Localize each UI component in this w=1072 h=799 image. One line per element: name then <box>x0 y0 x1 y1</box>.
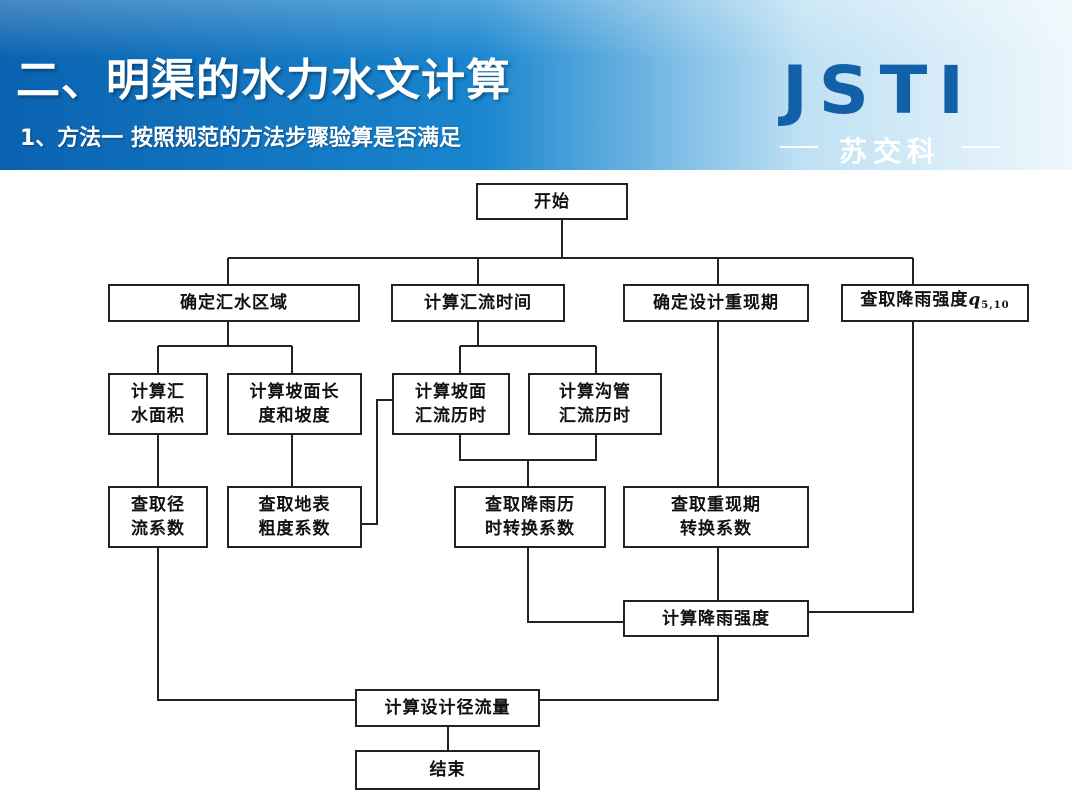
design-flow-node: 计算设计径流量 <box>355 689 540 727</box>
connector-concentration-branch <box>459 322 597 373</box>
determine-catchment-label: 确定汇水区域 <box>180 293 288 313</box>
jsti-logo: JSTI 苏交科 <box>770 58 1010 168</box>
catchment-area-line-2: 水面积 <box>131 406 185 426</box>
slope-length-line-2: 度和坡度 <box>258 406 331 426</box>
slide-title: 二、明渠的水力水文计算 <box>16 55 511 106</box>
concentration-time-label: 计算汇流时间 <box>424 293 532 313</box>
logo-letters: JSTI <box>782 52 975 129</box>
design-flow-label: 计算设计径流量 <box>384 698 511 718</box>
roughness-coefficient-line-1: 查取地表 <box>258 495 331 515</box>
rain-intensity-symbol-q: q <box>968 290 982 310</box>
logo-divider-left <box>780 146 818 148</box>
slope-length-line-1: 计算坡面长 <box>249 382 340 402</box>
end-node: 结束 <box>355 750 540 790</box>
flowchart: 开始 确定汇水区域 计算汇流时间 确定设计重现期 查取降雨强度q5,10 计算汇… <box>0 170 1072 799</box>
slope-flow-time-node: 计算坡面 汇流历时 <box>392 373 510 435</box>
channel-flow-time-node: 计算沟管 汇流历时 <box>528 373 662 435</box>
catchment-area-line-1: 计算汇 <box>131 382 185 402</box>
rain-intensity-symbol: q5,10 <box>968 290 1010 311</box>
slide-subtitle: 1、方法一 按照规范的方法步骤验算是否满足 <box>20 126 461 151</box>
connector-roughness-to-slope-time <box>362 399 392 525</box>
catchment-area-node: 计算汇 水面积 <box>108 373 208 435</box>
logo-chinese-name: 苏交科 <box>838 135 941 168</box>
return-period-node: 确定设计重现期 <box>623 284 809 322</box>
start-node: 开始 <box>476 183 628 220</box>
return-period-conversion-line-1: 查取重现期 <box>671 495 761 515</box>
rain-intensity-calc-label: 计算降雨强度 <box>662 608 770 629</box>
slope-flow-time-line-2: 汇流历时 <box>415 406 487 426</box>
connector-flow-time-merge <box>459 435 597 486</box>
channel-flow-time-line-2: 汇流历时 <box>559 406 631 426</box>
concentration-time-node: 计算汇流时间 <box>391 284 565 322</box>
connector-rain-lookup-to-intensity <box>808 322 914 613</box>
duration-conversion-line-1: 查取降雨历 <box>485 495 575 515</box>
return-period-conversion-node: 查取重现期 转换系数 <box>623 486 809 548</box>
slope-length-node: 计算坡面长 度和坡度 <box>227 373 362 435</box>
flowchart-connectors <box>157 220 914 750</box>
duration-conversion-node: 查取降雨历 时转换系数 <box>454 486 606 548</box>
rain-intensity-calc-node: 计算降雨强度 <box>623 600 809 637</box>
connector-catchment-branch <box>157 322 293 373</box>
connector-intensity-to-flow <box>540 637 719 701</box>
start-label: 开始 <box>534 191 570 212</box>
duration-conversion-line-2: 时转换系数 <box>485 519 575 539</box>
runoff-coefficient-node: 查取径 流系数 <box>108 486 208 548</box>
rain-intensity-lookup-label: 查取降雨强度q5,10 <box>860 288 1009 318</box>
return-period-label: 确定设计重现期 <box>653 293 779 313</box>
rain-intensity-lookup-node: 查取降雨强度q5,10 <box>841 284 1029 322</box>
rain-intensity-subscript: 5,10 <box>981 300 1010 311</box>
end-label: 结束 <box>429 760 466 780</box>
channel-flow-time-line-1: 计算沟管 <box>559 382 631 402</box>
rain-intensity-lookup-text: 查取降雨强度 <box>860 290 969 310</box>
determine-catchment-node: 确定汇水区域 <box>108 284 360 322</box>
roughness-coefficient-line-2: 粗度系数 <box>258 519 331 539</box>
runoff-coefficient-line-2: 流系数 <box>131 519 185 539</box>
slide-header: 二、明渠的水力水文计算 1、方法一 按照规范的方法步骤验算是否满足 JSTI 苏… <box>0 0 1072 170</box>
slope-flow-time-line-1: 计算坡面 <box>415 382 487 402</box>
roughness-coefficient-node: 查取地表 粗度系数 <box>227 486 362 548</box>
connector-runoff-to-flow <box>157 548 355 701</box>
logo-subline: 苏交科 <box>770 130 1010 168</box>
return-period-conversion-line-2: 转换系数 <box>680 519 752 539</box>
logo-divider-right <box>962 146 1000 148</box>
runoff-coefficient-line-1: 查取径 <box>131 495 185 515</box>
connector-duration-to-intensity <box>527 548 623 623</box>
